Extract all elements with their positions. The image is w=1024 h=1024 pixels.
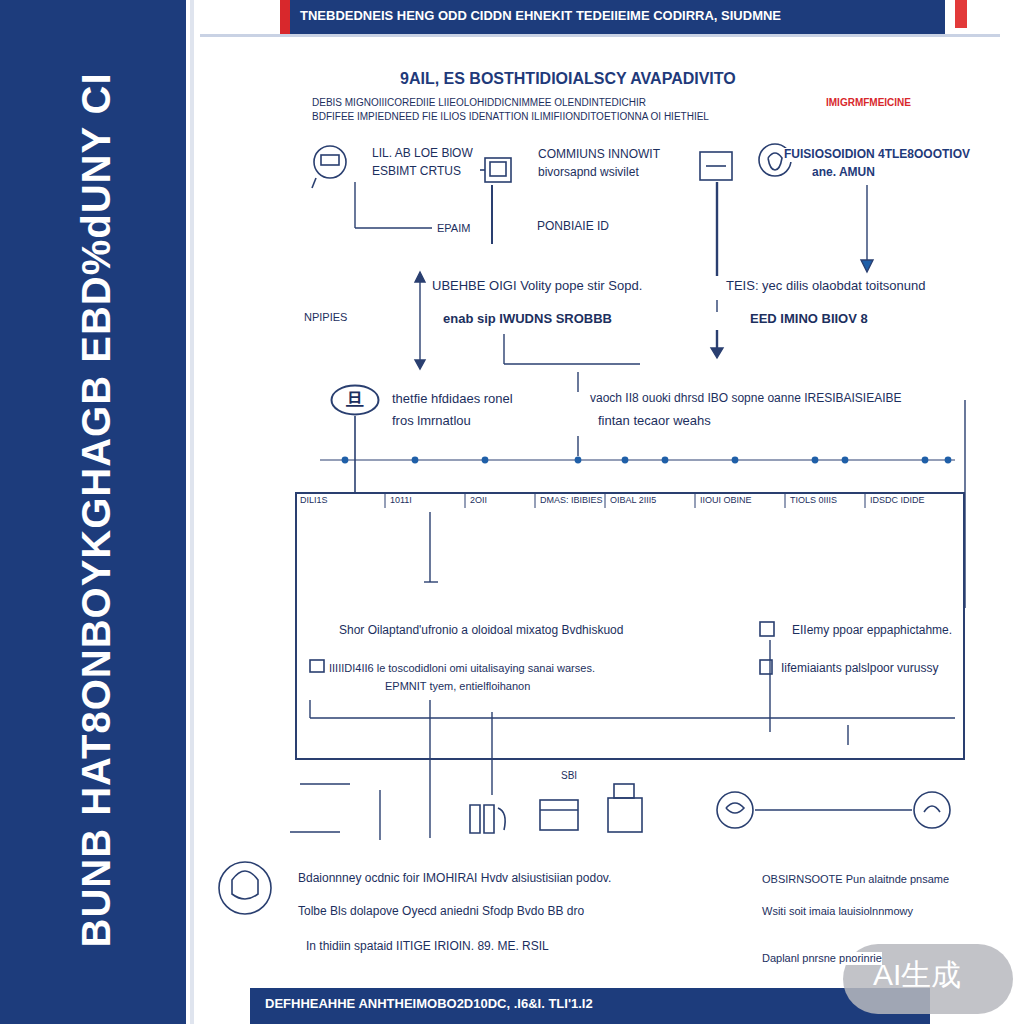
- label: ESBIMT CRTUS: [372, 165, 461, 179]
- label: IIOUI OBINE: [700, 495, 752, 505]
- label: TIOLS 0IIIS: [790, 495, 837, 505]
- flow-dot: [732, 457, 739, 464]
- label: bivorsapnd wsivilet: [538, 166, 639, 180]
- label: Daplanl pnrsne pnorinrie: [762, 952, 882, 965]
- label: IDSDC IDIDE: [870, 495, 925, 505]
- label: OIBAL 2III5: [610, 495, 656, 505]
- label: EED IMINO BIIOV 8: [750, 312, 868, 327]
- cell-divider: [695, 492, 696, 508]
- cell-divider: [385, 492, 386, 508]
- label: SBI: [561, 770, 577, 782]
- label: enab sip IWUDNS SROBBB: [443, 312, 612, 327]
- label: Wsiti soit imaia lauisiolnnmowy: [762, 905, 913, 918]
- node-text: EPMNIT tyem, entielfloihanon: [385, 680, 530, 693]
- cell-divider: [535, 492, 536, 508]
- node-text: IIIIIDI4II6 le toscodidloni omi uitalisa…: [329, 662, 595, 675]
- label: COMMIUNS INNOWIT: [538, 148, 660, 162]
- band-edge: [190, 0, 194, 1024]
- cell-divider: [605, 492, 606, 508]
- label: FUISIOSOIDION 4TLE8OOOTIOV: [784, 148, 970, 162]
- cell-divider: [785, 492, 786, 508]
- label: OBSIRNSOOTE Pun alaitnde pnsame: [762, 873, 949, 886]
- rule: [200, 34, 1000, 37]
- icons: [219, 144, 950, 914]
- band-title: BUNB HAT8ONBOYKGHAGB EBD%dUNY CI: [72, 72, 118, 947]
- flow-dot: [575, 457, 582, 464]
- label: PONBIAIE ID: [537, 220, 609, 234]
- side-band: [0, 0, 186, 1024]
- flow-dot: [662, 457, 669, 464]
- flow-dot: [482, 457, 489, 464]
- connector: [355, 416, 356, 492]
- label: ane. AMUN: [812, 166, 875, 180]
- label: BDFIFEE IMPIEDNEED FIE ILIOS IDENATTION …: [312, 111, 709, 123]
- label: TNEBDEDNEIS HENG ODD CIDDN EHNEKIT TEDEI…: [300, 9, 781, 24]
- cell-divider: [465, 492, 466, 508]
- flow-dots: [342, 457, 952, 464]
- label: DMAS: IBIBIES: [540, 495, 603, 505]
- label: UBEHBE OIGI Volity pope stir Sopd.: [432, 279, 642, 294]
- node-text: Iifemiaiants palslpoor vurussy: [781, 662, 938, 676]
- circle-node: 旦: [330, 384, 380, 416]
- flow-dot: [622, 457, 629, 464]
- label: EPAIM: [437, 222, 470, 235]
- label: fros lmrnatlou: [392, 414, 471, 429]
- label: TEIS: yec dilis olaobdat toitsonund: [726, 279, 925, 294]
- frame-box: Shor Oilaptand'ufronio a oloidoal mixato…: [295, 492, 965, 760]
- label: vaoch II8 ouoki dhrsd IBO sopne oanne IR…: [590, 392, 902, 406]
- flow-dot: [412, 457, 419, 464]
- label: thetfie hfdidaes ronel: [392, 392, 513, 407]
- label: 2OII: [470, 495, 487, 505]
- node-text: 旦: [346, 390, 364, 411]
- node-text: Shor Oilaptand'ufronio a oloidoal mixato…: [339, 624, 623, 638]
- label: LIL. AB LOE BlOW: [372, 147, 473, 161]
- flow-dot: [842, 457, 849, 464]
- flow-dot: [945, 457, 952, 464]
- watermark: AI生成: [873, 958, 961, 993]
- label: Tolbe Bls dolapove Oyecd aniedni Sfodp B…: [298, 905, 584, 919]
- node-text: EIIemy ppoar eppaphictahme.: [792, 624, 952, 638]
- flow-dot: [342, 457, 349, 464]
- label: DEBIS MIGNOIIICOREDIIE LIIEOLOHIDDICNIMM…: [312, 97, 646, 109]
- banner-accent: [280, 0, 290, 36]
- banner-accent: [955, 0, 967, 28]
- diagram-title: 9AIL, ES BOSTHTIDIOIALSCY AVAPADIVITO: [400, 70, 736, 88]
- label: 1011I: [390, 495, 412, 505]
- flow-dot: [922, 457, 929, 464]
- label: fintan tecaor weahs: [598, 414, 711, 429]
- label: In thidiin spataid IITIGE IRIOIN. 89. ME…: [306, 940, 549, 954]
- label: NPIPIES: [304, 311, 347, 324]
- label: DEFHHEAHHE ANHTHEIMOBO2D10DC, .I6&I. TLI…: [265, 997, 593, 1012]
- label: IMIGRMFMEICINE: [826, 97, 911, 109]
- label: Bdaionnney ocdnic foir IMOHIRAI Hvdv als…: [298, 872, 611, 886]
- top-banner: [290, 0, 945, 36]
- leader-lines: [290, 182, 965, 840]
- bottom-banner: [250, 988, 930, 1024]
- flow-dot: [812, 457, 819, 464]
- label: DILI1S: [300, 495, 328, 505]
- cell-divider: [865, 492, 866, 508]
